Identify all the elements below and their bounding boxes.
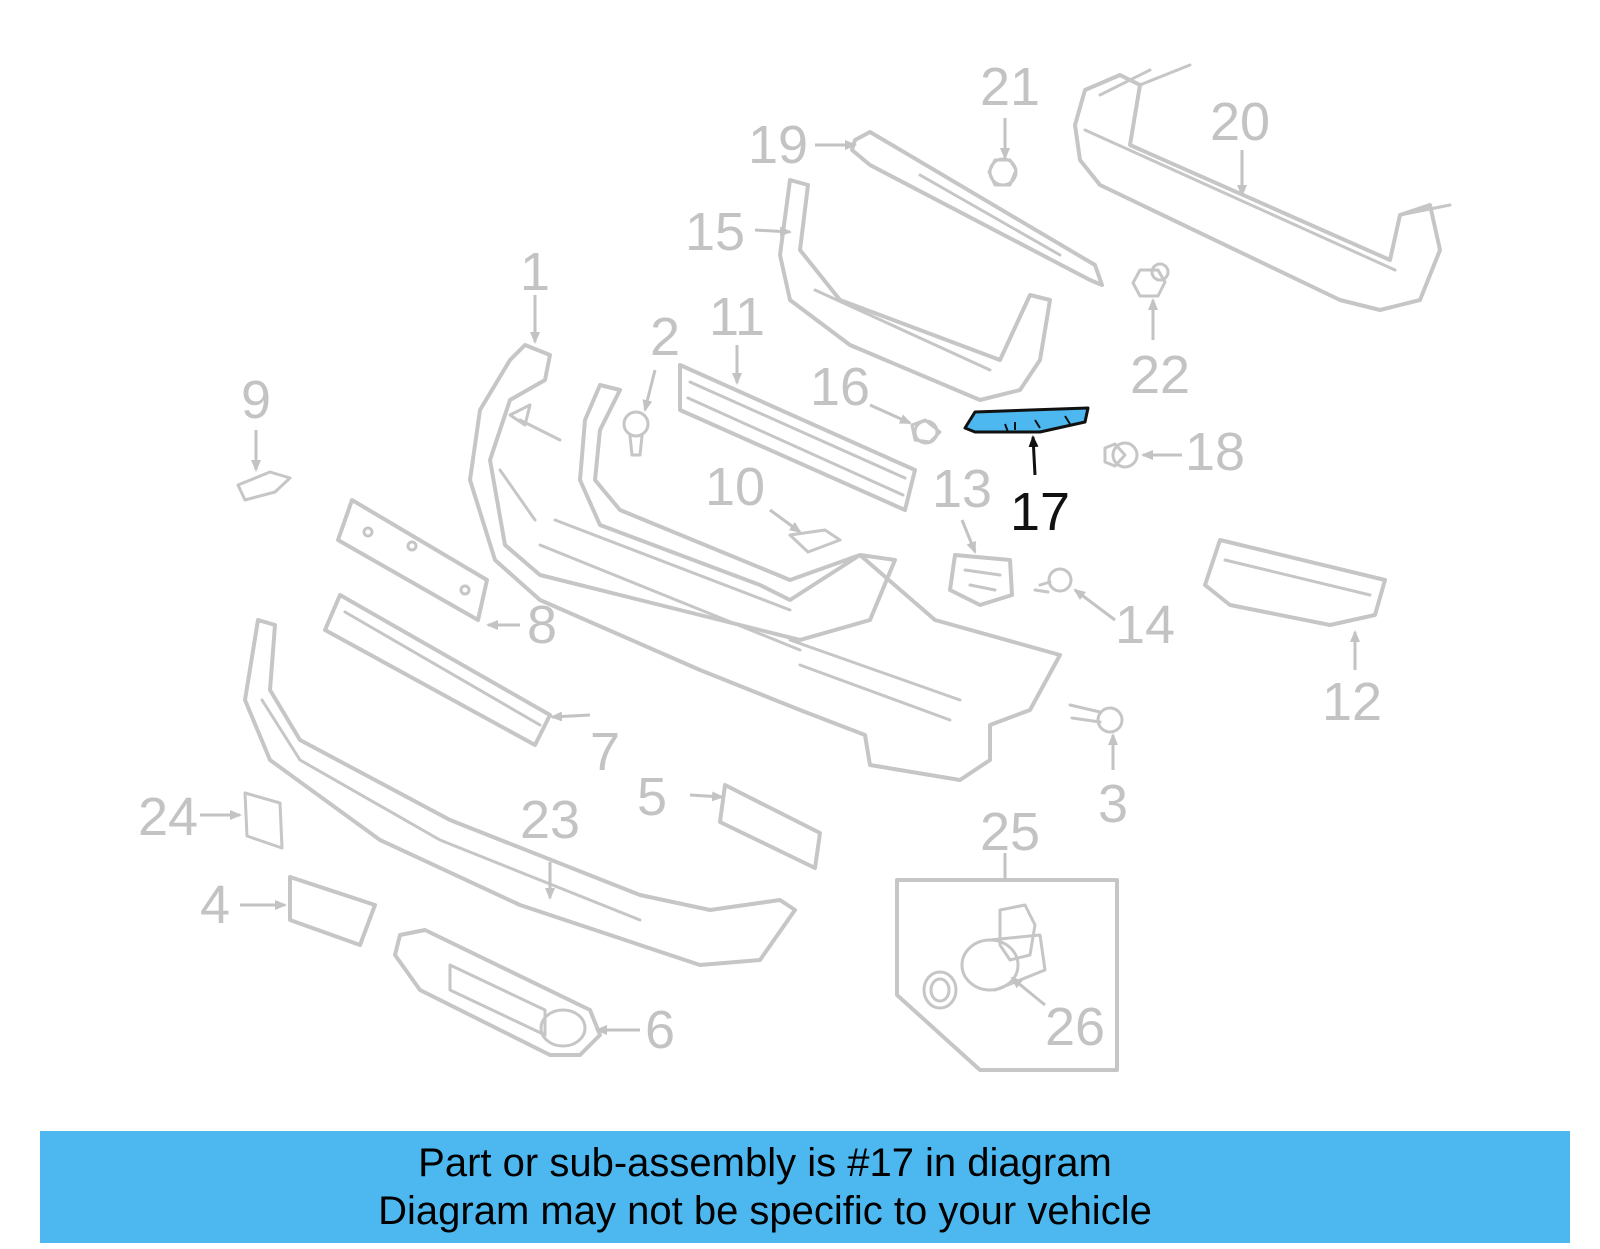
callout-18: 18: [1185, 422, 1245, 482]
part-11-grille-insert: [678, 363, 917, 512]
part-17-leader: [1028, 435, 1039, 476]
callout-26: 26: [1045, 997, 1105, 1057]
part-18-bolt: [1103, 441, 1139, 469]
part-5-molding: [718, 783, 822, 870]
part-14-clip: [1033, 567, 1073, 594]
part-13-bracket: [948, 553, 1014, 607]
part-21-bolt: [987, 157, 1018, 187]
callout-15: 15: [685, 202, 745, 262]
part-8-license-plate-bracket: [336, 498, 489, 622]
part-17-bracket: [963, 406, 1090, 434]
part-3-clip: [1068, 703, 1124, 734]
callout-12: 12: [1322, 672, 1382, 732]
part-7-lower-grille: [323, 593, 552, 747]
leader-lines: [200, 118, 1360, 1035]
callout-24: 24: [138, 787, 198, 847]
part-9-bracket: [236, 470, 292, 502]
callout-7: 7: [590, 722, 620, 782]
callout-9: 9: [241, 370, 271, 430]
callout-10: 10: [705, 457, 765, 517]
callout-13: 13: [932, 459, 992, 519]
part-1-bumper-cover: [468, 343, 1062, 782]
part-10-clip: [788, 528, 842, 554]
part-6-fog-bezel: [393, 928, 602, 1057]
callout-4: 4: [200, 875, 230, 935]
part-19-upper-bar: [850, 130, 1104, 287]
part-12-fog-cover: [1203, 538, 1387, 627]
callout-1: 1: [520, 242, 550, 302]
callout-23: 23: [520, 790, 580, 850]
part-2-clip: [622, 410, 650, 457]
callout-3: 3: [1098, 774, 1128, 834]
caption-banner: Part or sub-assembly is #17 in diagram D…: [40, 1131, 1570, 1243]
callout-14: 14: [1115, 595, 1175, 655]
callout-21: 21: [980, 57, 1040, 117]
callout-20: 20: [1210, 92, 1270, 152]
callout-5: 5: [637, 767, 667, 827]
callout-19: 19: [748, 115, 808, 175]
callout-22: 22: [1130, 345, 1190, 405]
part-16-bolt: [910, 418, 942, 445]
callout-25: 25: [980, 802, 1040, 862]
part-23-lower-lip: [243, 618, 797, 967]
callout-6: 6: [645, 1000, 675, 1060]
callout-2: 2: [650, 307, 680, 367]
callout-17: 17: [1010, 482, 1070, 542]
caption-disclaimer-line: Diagram may not be specific to your vehi…: [378, 1189, 1152, 1233]
callout-11: 11: [709, 287, 765, 347]
callout-8: 8: [527, 595, 557, 655]
caption-part-line: Part or sub-assembly is #17 in diagram: [418, 1141, 1112, 1185]
part-22-bolt: [1131, 262, 1170, 298]
callout-numbers: 1 2 3 4 5 6 7 8 9 10 11 12 13 14 15 16 1…: [138, 57, 1382, 1060]
callout-16: 16: [810, 357, 870, 417]
part-4-cover: [288, 875, 377, 947]
part-24-cap: [243, 791, 284, 850]
part-20-support: [1073, 63, 1452, 312]
part-15-grille-frame: [778, 178, 1052, 402]
